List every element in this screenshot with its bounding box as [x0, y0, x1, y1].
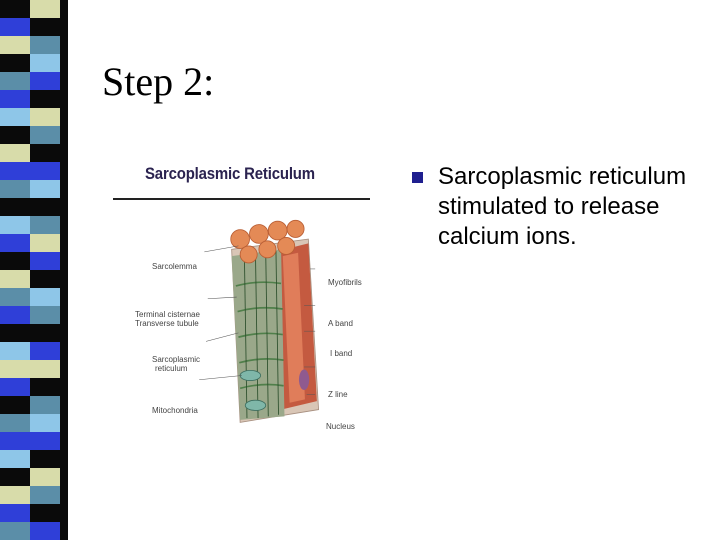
label-i-band: I band [330, 349, 353, 358]
label-sarcolemma: Sarcolemma [152, 262, 197, 271]
label-transverse-tubule: Transverse tubule [135, 319, 199, 328]
bullet-list: Sarcoplasmic reticulum stimulated to rel… [410, 162, 700, 252]
label-sarcoplasmic: Sarcoplasmic [152, 355, 201, 364]
figure-heading: Sarcoplasmic Reticulum [145, 164, 315, 183]
decorative-stripe [0, 0, 78, 540]
label-z-line: Z line [328, 390, 348, 399]
bullet-text: Sarcoplasmic reticulum stimulated to rel… [438, 163, 687, 250]
label-nucleus: Nucleus [326, 422, 355, 431]
bullet-square-icon [412, 172, 423, 183]
label-terminal-cisternae: Terminal cisternae [135, 310, 200, 319]
label-reticulum: reticulum [155, 364, 188, 373]
figure-divider [113, 198, 370, 200]
label-mitochondria: Mitochondria [152, 406, 198, 415]
label-myofibrils: Myofibrils [328, 278, 362, 287]
label-a-band: A band [328, 319, 353, 328]
slide-title: Step 2: [102, 59, 215, 104]
list-item: Sarcoplasmic reticulum stimulated to rel… [410, 162, 700, 252]
muscle-fiber-illustration [199, 219, 320, 423]
